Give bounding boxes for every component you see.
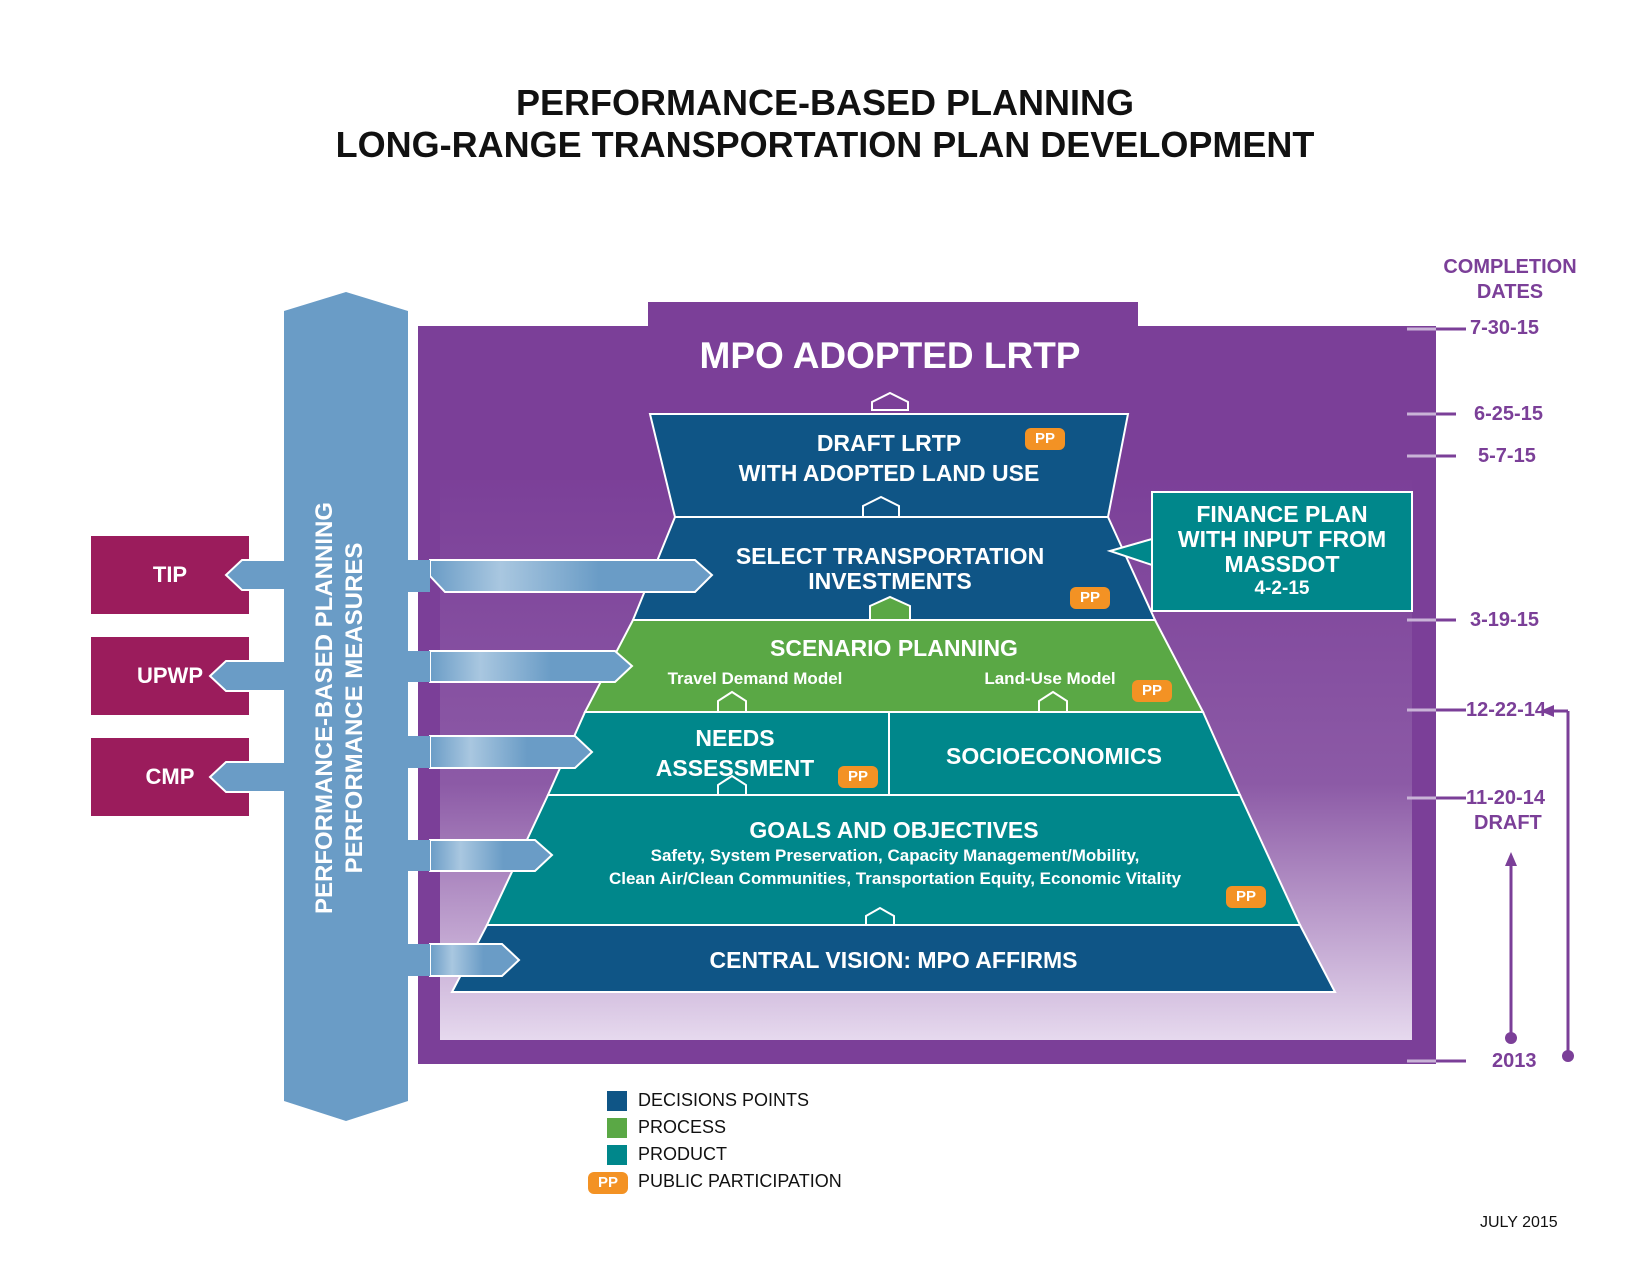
legend-swatch-decision <box>607 1091 627 1111</box>
upwp-label: UPWP <box>137 663 203 688</box>
socioeconomics: SOCIOECONOMICS <box>946 743 1162 769</box>
timeline-ticks <box>1407 327 1438 1063</box>
date-5-7-15: 5-7-15 <box>1478 445 1536 467</box>
goals-line-2: Clean Air/Clean Communities, Transportat… <box>608 869 1182 888</box>
date-6-25-15: 6-25-15 <box>1474 403 1543 425</box>
scenario-planning-title: SCENARIO PLANNING <box>770 635 1018 661</box>
cmp-label: CMP <box>145 764 195 789</box>
legend-product: PRODUCT <box>638 1144 727 1164</box>
finance-plan-line-1: FINANCE PLAN <box>1196 501 1368 527</box>
legend-swatch-process <box>607 1118 627 1138</box>
performance-bar-line-1: PERFORMANCE-BASED PLANNING <box>311 502 338 915</box>
needs-line-2: ASSESSMENT <box>655 755 815 781</box>
needs-assessment-text: NEEDS ASSESSMENT <box>620 723 850 783</box>
timeline-ticks-purple <box>1436 327 1466 1063</box>
timeline-arrows <box>1505 705 1574 1062</box>
pp-badge-draft: PP <box>1025 428 1065 450</box>
legend-decision: DECISIONS POINTS <box>638 1090 810 1110</box>
date-11-20-14: 11-20-14 <box>1466 787 1545 809</box>
draft-lrtp-line-2: WITH ADOPTED LAND USE <box>738 460 1040 486</box>
performance-bar-line-2: PERFORMANCE MEASURES <box>341 542 368 874</box>
goals-line-1: Safety, System Preservation, Capacity Ma… <box>650 846 1140 865</box>
tier-up-arrows <box>717 391 1068 926</box>
legend-pp-badge: PP <box>588 1172 628 1194</box>
pp-badge-select: PP <box>1070 587 1110 609</box>
pp-badge-needs: PP <box>838 766 878 788</box>
completion-line-1: COMPLETION <box>1443 256 1577 278</box>
mpo-adopted-lrtp: MPO ADOPTED LRTP <box>699 335 1081 376</box>
performance-bar-shape <box>284 292 408 1121</box>
finance-plan-line-2: WITH INPUT FROM <box>1177 526 1387 552</box>
select-investments-text: SELECT TRANSPORTATION INVESTMENTS <box>665 544 1115 594</box>
date-12-22-14: 12-22-14 <box>1466 699 1547 721</box>
central-vision: CENTRAL VISION: MPO AFFIRMS <box>709 947 1078 973</box>
finance-plan-shape <box>1151 491 1413 612</box>
land-use-model: Land-Use Model <box>984 669 1116 688</box>
title-line-1: PERFORMANCE-BASED PLANNING <box>515 82 1134 123</box>
finance-plan-text: FINANCE PLAN WITH INPUT FROM MASSDOT 4-2… <box>1152 502 1412 601</box>
date-draft: DRAFT <box>1474 812 1542 834</box>
draft-lrtp-line-1: DRAFT LRTP <box>816 430 962 456</box>
travel-demand-model: Travel Demand Model <box>667 669 843 688</box>
finance-plan-date: 4-2-15 <box>1254 578 1310 599</box>
goals-title: GOALS AND OBJECTIVES <box>749 817 1039 843</box>
finance-arrow <box>1106 537 1153 567</box>
select-investments-line-2: INVESTMENTS <box>808 568 972 594</box>
finance-plan-line-3: MASSDOT <box>1224 551 1340 577</box>
date-7-30-15: 7-30-15 <box>1470 317 1539 339</box>
legend-process: PROCESS <box>638 1117 727 1137</box>
select-investments-line-1: SELECT TRANSPORTATION <box>735 543 1045 569</box>
legend-public-participation: PUBLIC PARTICIPATION <box>638 1171 842 1191</box>
date-2013: 2013 <box>1492 1050 1537 1072</box>
scenario-planning-shape <box>583 619 1205 713</box>
pp-badge-goals: PP <box>1226 886 1266 908</box>
legend-swatch-product <box>607 1145 627 1165</box>
tip-label: TIP <box>152 562 188 587</box>
footer-date: JULY 2015 <box>1480 1214 1558 1231</box>
measure-arrows <box>408 559 714 977</box>
pp-badge-scenario: PP <box>1132 680 1172 702</box>
completion-dates-header: COMPLETION DATES <box>1425 255 1595 305</box>
completion-line-2: DATES <box>1476 281 1544 303</box>
title-line-2: LONG-RANGE TRANSPORTATION PLAN DEVELOPME… <box>335 124 1315 165</box>
needs-line-1: NEEDS <box>695 725 775 751</box>
draft-lrtp-text: DRAFT LRTP WITH ADOPTED LAND USE <box>650 428 1128 488</box>
date-3-19-15: 3-19-15 <box>1470 609 1539 631</box>
performance-bar-text: PERFORMANCE-BASED PLANNING PERFORMANCE M… <box>310 448 386 968</box>
